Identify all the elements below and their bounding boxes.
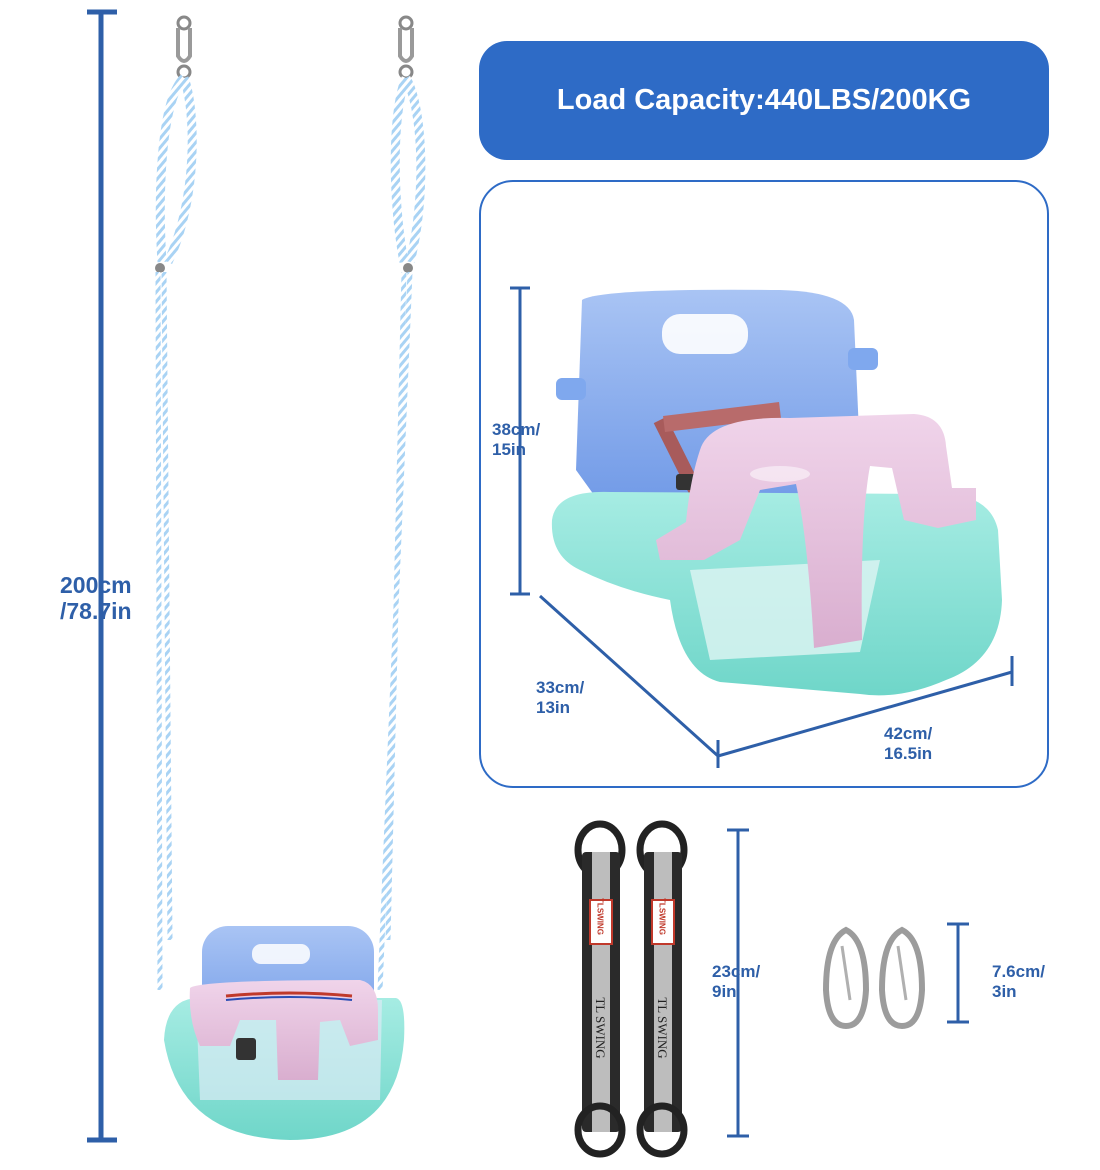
seat-depth-label-line2: 13in: [536, 697, 571, 717]
seat-depth-label-line1: 33cm/: [536, 678, 585, 697]
strap-right-print-label: TL SWING: [655, 997, 670, 1059]
total-length-label-line1: 200cm: [60, 572, 132, 598]
seat-width-label: 42cm/ 16.5in: [884, 724, 932, 763]
strap-left-print-label: TL SWING: [593, 997, 608, 1059]
seat-height-label-line2: 15in: [492, 439, 527, 459]
seat-detail-frame: [479, 180, 1049, 788]
seat-height-label: 38cm/ 15in: [492, 420, 540, 459]
carabiner-length-label-line1: 7.6cm/: [992, 962, 1045, 981]
left-rope-loop: [155, 74, 197, 264]
load-capacity-text: Load Capacity:440LBS/200KG: [556, 84, 972, 116]
right-rope-loop: [390, 75, 426, 264]
strap-right-brand-label: TLSWING: [657, 898, 667, 935]
total-length-label-line2: /78.7in: [60, 598, 132, 625]
carabiner-length-label-line2: 3in: [992, 981, 1017, 1001]
strap-right: [636, 820, 688, 1158]
carabiner-length-label: 7.6cm/ 3in: [992, 962, 1045, 1001]
seat-width-label-line1: 42cm/: [884, 724, 933, 743]
total-length-label: 200cm /78.7in: [60, 572, 132, 625]
load-capacity-banner: Load Capacity:440LBS/200KG: [479, 41, 1049, 160]
strap-length-label-line1: 23cm/: [712, 962, 761, 981]
carabiner-right-icon: [878, 926, 926, 1030]
strap-length-label-line2: 9in: [712, 981, 737, 1001]
small-swing-seat: [164, 926, 405, 1140]
seat-height-label-line1: 38cm/: [492, 420, 541, 439]
strap-left: [574, 820, 626, 1158]
left-rope: [155, 271, 173, 991]
carabiner-left-icon: [822, 926, 870, 1030]
strap-length-label: 23cm/ 9in: [712, 962, 760, 1001]
strap-left-brand-label: TLSWING: [595, 898, 605, 935]
seat-width-label-line2: 16.5in: [884, 743, 933, 763]
seat-depth-label: 33cm/ 13in: [536, 678, 584, 717]
right-rope: [377, 271, 413, 991]
